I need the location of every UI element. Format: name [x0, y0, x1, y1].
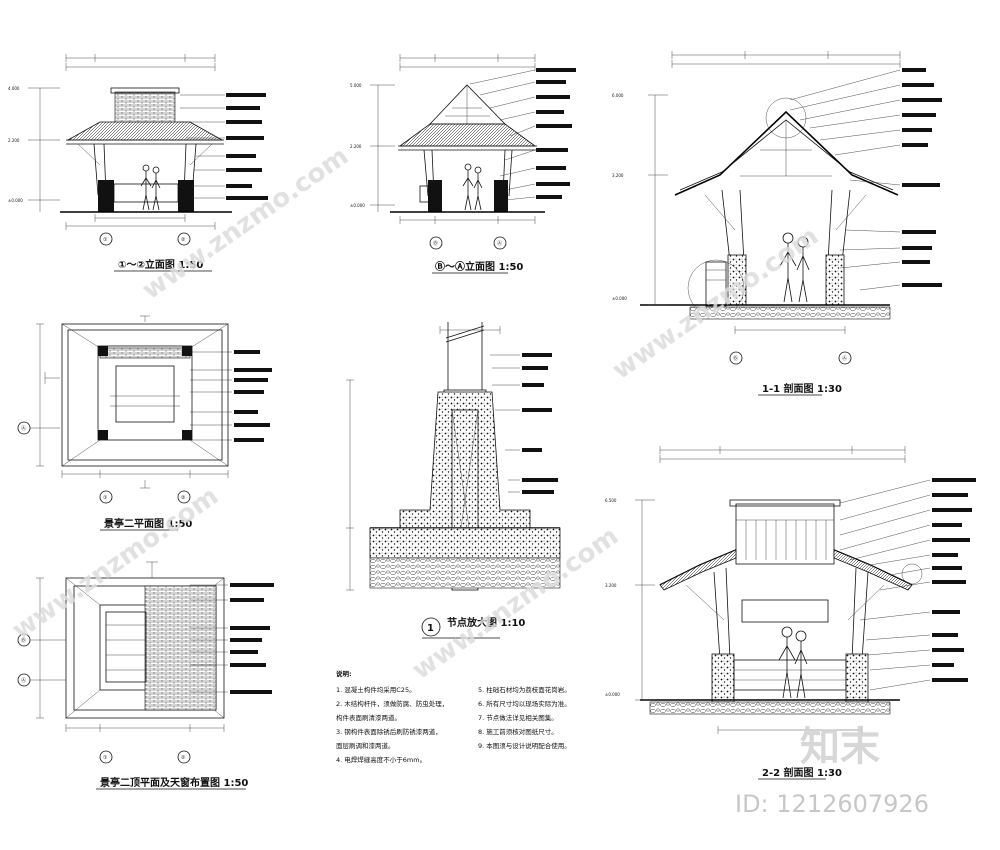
axis-B-sec1: Ⓑ — [733, 355, 738, 362]
svg-text:4.000: 4.000 — [8, 86, 20, 91]
section-2-2-title: 2-2 剖面图 1:30 — [762, 766, 842, 779]
svg-text:6.000: 6.000 — [612, 93, 624, 98]
roof-plan: Ⓑ Ⓐ ① ② 景亭二顶平面及天窗布置图 1:50 — [17, 561, 274, 790]
node-detail: 1 节点放大图 1:10 — [346, 322, 561, 639]
section-2-2: 6.500 3.200 ±0.000 2-2 剖面图 1:30 — [605, 446, 976, 780]
watermark-id: ID: 1212607926 — [735, 790, 929, 818]
svg-text:±0.000: ±0.000 — [350, 203, 365, 208]
axis-2-plan: ② — [181, 495, 186, 501]
note-right-2: 6. 所有尺寸均以现场实际为准。 — [478, 699, 571, 708]
axis-1-roof: ① — [103, 755, 108, 761]
people-figure — [462, 163, 483, 211]
axis-A: Ⓐ — [497, 240, 502, 247]
svg-text:2.200: 2.200 — [8, 138, 20, 143]
note-right-3: 7. 节点做法详见相关图集。 — [478, 713, 558, 722]
svg-text:±0.000: ±0.000 — [612, 296, 627, 301]
people-figure — [140, 164, 161, 211]
svg-text:2.200: 2.200 — [350, 144, 362, 149]
note-right-1: 5. 柱础石材均为荔枝面花岗岩。 — [478, 685, 571, 694]
axis-B: Ⓑ — [433, 240, 438, 247]
plan-title: 景亭二平面图 1:50 — [104, 517, 192, 530]
axis-A-roof: Ⓐ — [21, 677, 26, 684]
note-left-3: 构件表面刷清漆两道。 — [336, 713, 401, 722]
elevation-1: 4.000 2.200 ±0.000 ① ② ①～②立面图 1:50 — [8, 54, 268, 272]
section-1-1: 6.000 3.200 ±0.000 Ⓑ Ⓐ 1-1 剖面图 1:30 — [612, 51, 942, 396]
note-left-4: 3. 钢构件表面除锈后刷防锈漆两道， — [336, 727, 442, 736]
watermark-site-1: www.znzmo.com — [137, 141, 354, 306]
note-right-5: 9. 本图须与设计说明配合使用。 — [478, 741, 571, 750]
notes-block: 说明: 1. 混凝土构件均采用C25。 2. 木结构杆件，须做防腐、防虫处理， … — [336, 669, 571, 764]
axis-2-roof: ② — [181, 755, 186, 761]
watermark-brand: 知末 — [800, 724, 880, 770]
node-detail-title: 节点放大图 1:10 — [447, 616, 525, 629]
notes-heading: 说明: — [336, 669, 352, 678]
svg-text:±0.000: ±0.000 — [8, 198, 23, 203]
plan-view: Ⓐ ① ② 景亭二平面图 1:50 — [17, 315, 272, 531]
note-left-2: 2. 木结构杆件，须做防腐、防虫处理， — [336, 699, 448, 708]
note-left-6: 4. 电焊焊缝高度不小于6mm。 — [336, 755, 426, 764]
elevation-2: 5.000 2.200 ±0.000 Ⓑ Ⓐ Ⓑ～Ⓐ立面图 1:50 — [350, 54, 576, 274]
section-1-1-title: 1-1 剖面图 1:30 — [762, 382, 842, 395]
axis-1: ① — [103, 237, 108, 243]
note-right-4: 8. 施工前须核对图纸尺寸。 — [478, 727, 558, 736]
people-figure — [779, 232, 810, 303]
axis-2: ② — [181, 237, 186, 243]
axis-1-plan: ① — [103, 495, 108, 501]
roof-plan-title: 景亭二顶平面及天窗布置图 1:50 — [100, 776, 248, 789]
svg-text:±0.000: ±0.000 — [605, 692, 620, 697]
watermark-site-3: www.znzmo.com — [607, 221, 824, 386]
svg-text:6.500: 6.500 — [605, 498, 617, 503]
note-left-1: 1. 混凝土构件均采用C25。 — [336, 685, 416, 694]
axis-A-plan: Ⓐ — [21, 425, 26, 432]
axis-B-roof: Ⓑ — [21, 637, 26, 644]
elevation-2-title: Ⓑ～Ⓐ立面图 1:50 — [435, 260, 523, 273]
elevation-1-title: ①～②立面图 1:50 — [118, 258, 203, 271]
axis-A-sec1: Ⓐ — [842, 355, 847, 362]
people-figure — [778, 626, 808, 699]
svg-text:1: 1 — [427, 623, 434, 634]
note-left-5: 面层刷调和漆两道。 — [336, 741, 395, 750]
svg-text:5.000: 5.000 — [350, 83, 362, 88]
svg-text:3.200: 3.200 — [605, 583, 617, 588]
svg-text:3.200: 3.200 — [612, 173, 624, 178]
